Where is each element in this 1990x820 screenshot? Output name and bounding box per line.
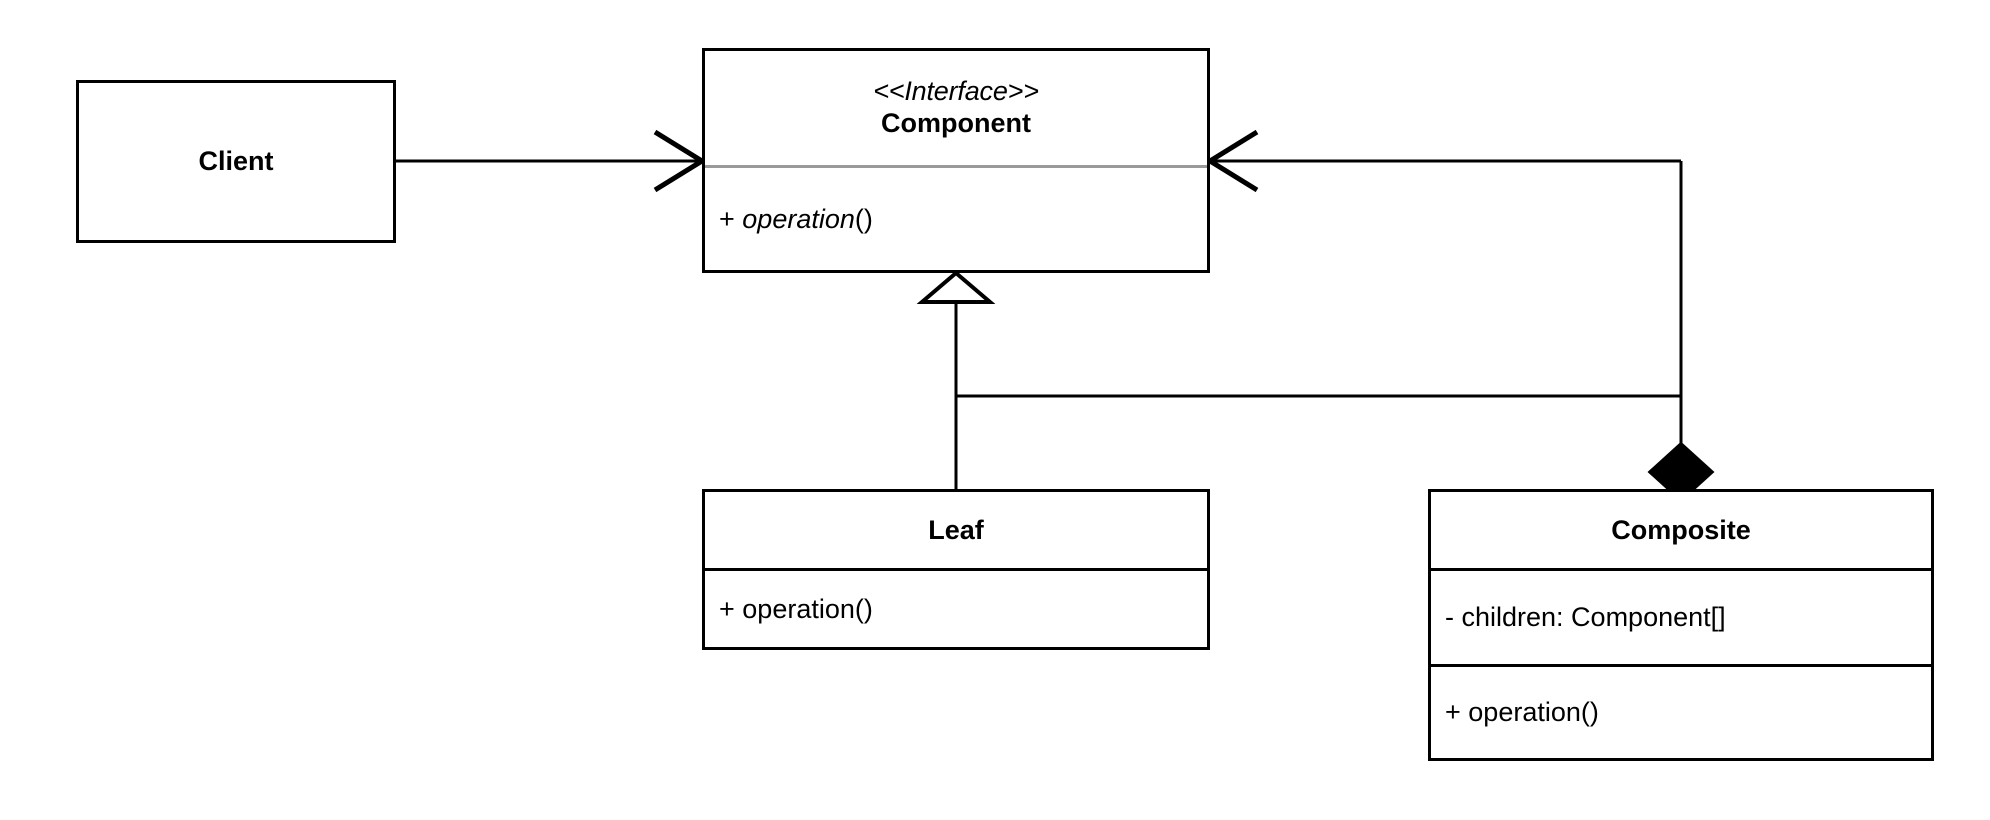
uml-class-leaf[interactable]: Leaf + operation() — [702, 489, 1210, 650]
visibility-marker: + — [719, 593, 743, 624]
component-class-name: Component — [881, 108, 1031, 138]
leaf-name-compartment: Leaf — [705, 492, 1207, 568]
connector-composition-diamond — [1647, 396, 1715, 503]
composite-attribute-row: - children: Component[] — [1445, 602, 1726, 632]
operation-parens: () — [1580, 697, 1599, 727]
leaf-operations-compartment: + operation() — [705, 568, 1207, 647]
operation-parens: () — [854, 203, 873, 234]
client-name-compartment: Client — [79, 83, 393, 240]
composite-attributes-compartment: - children: Component[] — [1431, 568, 1931, 664]
operation-name: operation — [742, 203, 855, 234]
connector-composite-to-component — [1205, 129, 1683, 396]
component-name-compartment: <<Interface>> Component — [705, 51, 1207, 165]
visibility-marker: + — [719, 203, 743, 234]
uml-class-composite[interactable]: Composite - children: Component[] + oper… — [1428, 489, 1934, 761]
visibility-marker: + — [1445, 697, 1469, 727]
component-stereotype: <<Interface>> — [873, 76, 1039, 107]
hollow-triangle-arrowhead-icon — [916, 270, 996, 304]
composite-class-name: Composite — [1611, 514, 1751, 545]
connector-client-to-component — [396, 129, 707, 193]
component-operation-row: + operation() — [719, 204, 873, 235]
component-operations-compartment: + operation() — [705, 165, 1207, 270]
operation-parens: () — [854, 593, 873, 624]
composite-operation-row: + operation() — [1445, 697, 1599, 728]
client-class-name: Client — [198, 146, 274, 176]
composite-operations-compartment: + operation() — [1431, 664, 1931, 758]
uml-class-client[interactable]: Client — [76, 80, 396, 243]
operation-name: operation — [1468, 697, 1581, 727]
composite-name-compartment: Composite — [1431, 492, 1931, 568]
uml-class-component[interactable]: <<Interface>> Component + operation() — [702, 48, 1210, 273]
connector-generalization-to-component — [916, 270, 1681, 489]
operation-name: operation — [742, 593, 855, 624]
leaf-operation-row: + operation() — [719, 594, 873, 625]
leaf-class-name: Leaf — [928, 514, 984, 545]
open-arrowhead-icon — [1205, 129, 1259, 193]
